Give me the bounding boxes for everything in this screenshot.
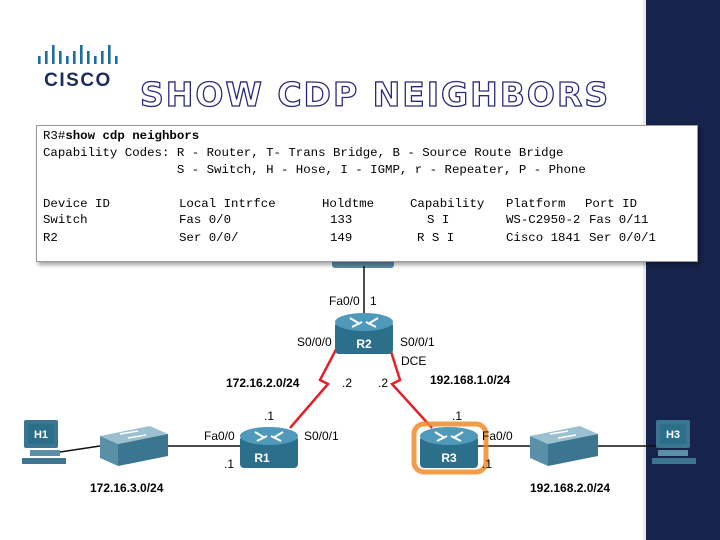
- r2-name: R2: [356, 337, 372, 351]
- router-r2[interactable]: R2: [335, 313, 393, 354]
- net-r2-r3-label: 192.168.1.0/24: [430, 373, 510, 387]
- r2-fa-label: Fa0/0: [329, 294, 360, 308]
- r3-top-host-label: .1: [452, 409, 462, 423]
- dce-label: DCE: [401, 354, 426, 368]
- net-r1-r2-label: 172.16.2.0/24: [226, 376, 300, 390]
- h1-name: H1: [34, 429, 48, 441]
- r2-s000-label: S0/0/0: [297, 335, 332, 349]
- r1-fa-label: Fa0/0: [204, 429, 235, 443]
- r2-left-host-label: .2: [342, 376, 352, 390]
- host-h1[interactable]: H1: [22, 420, 66, 464]
- r3-fa-host-label: .1: [482, 457, 492, 471]
- header-local-intrfce: Local Intrfce: [179, 197, 276, 211]
- h3-name: H3: [666, 429, 680, 441]
- r2-right-host-label: .2: [378, 376, 388, 390]
- switch-right[interactable]: [530, 426, 598, 466]
- r1-serial-label: S0/0/1: [304, 429, 339, 443]
- r1-fa-host-label: .1: [224, 457, 234, 471]
- row-r2-local-intrfce: Ser 0/0/: [179, 231, 239, 245]
- router-r1[interactable]: R1: [240, 427, 298, 468]
- header-platform: Platform: [506, 197, 566, 211]
- r2-fa-host-label: 1: [370, 294, 377, 308]
- serial-link-r1-r2: [289, 341, 342, 429]
- host-h3[interactable]: H3: [652, 420, 696, 464]
- cli-prompt: R3#: [43, 129, 66, 143]
- serial-link-r2-r3: [386, 341, 433, 429]
- r2-s001-label: S0/0/1: [400, 335, 435, 349]
- header-holdtme: Holdtme: [322, 197, 375, 211]
- row-switch-platform: WS-C2950-2: [506, 213, 581, 227]
- header-port-id: Port ID: [585, 197, 638, 211]
- row-r2-platform: Cisco 1841: [506, 231, 581, 245]
- row-switch-holdtme: 133: [330, 213, 353, 227]
- slide-title: SHOW CDP NEIGHBORS: [139, 74, 611, 114]
- row-switch-port-id: Fas 0/11: [589, 213, 649, 227]
- cisco-logo-text: CISCO: [44, 70, 112, 91]
- row-r2-holdtme: 149: [330, 231, 353, 245]
- terminal-output: R3#show cdp neighbors Capability Codes: …: [36, 125, 698, 262]
- command-line: R3#show cdp neighbors: [43, 128, 199, 144]
- row-r2-capability: R S I: [417, 231, 455, 245]
- r1-top-host-label: .1: [264, 409, 274, 423]
- header-device-id: Device ID: [43, 197, 110, 211]
- r3-fa-label: Fa0/0: [482, 429, 513, 443]
- sidebar-stripe: [643, 0, 646, 540]
- r1-name: R1: [254, 451, 270, 465]
- net-left-lan-label: 172.16.3.0/24: [90, 481, 164, 495]
- link-h1-sw1: [59, 445, 101, 453]
- cli-command: show cdp neighbors: [65, 129, 200, 143]
- capability-codes-line-2: S - Switch, H - Hose, I - IGMP, r - Repe…: [43, 163, 586, 177]
- net-right-lan-label: 192.168.2.0/24: [530, 481, 610, 495]
- row-r2-device-id: R2: [43, 231, 58, 245]
- router-r3[interactable]: R3: [411, 421, 489, 475]
- row-switch-capability: S I: [427, 213, 450, 227]
- switch-left[interactable]: [100, 426, 168, 466]
- capability-codes-line-1: Capability Codes: R - Router, T- Trans B…: [43, 146, 564, 160]
- header-capability: Capability: [410, 197, 485, 211]
- row-r2-port-id: Ser 0/0/1: [589, 231, 656, 245]
- row-switch-local-intrfce: Fas 0/0: [179, 213, 232, 227]
- row-switch-device-id: Switch: [43, 213, 88, 227]
- r3-name: R3: [441, 451, 457, 465]
- cisco-logo: CISCO: [38, 45, 118, 91]
